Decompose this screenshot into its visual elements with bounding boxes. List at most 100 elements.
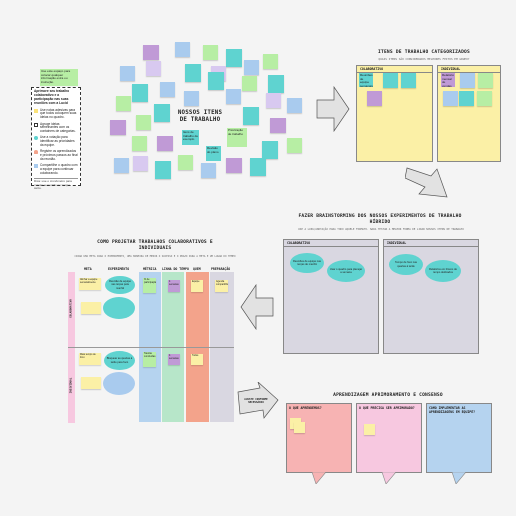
work-item-sticky[interactable] (242, 76, 257, 91)
learned-box[interactable]: O QUE APRENDEMOS? (286, 403, 352, 473)
work-items-title: NOSSOS ITENS DE TRABALHO (177, 110, 223, 123)
work-item-sticky[interactable] (287, 98, 302, 113)
work-item-sticky[interactable] (243, 107, 259, 125)
work-item-sticky[interactable] (175, 42, 190, 57)
work-item-sticky[interactable] (270, 118, 286, 133)
work-item-sticky[interactable] (226, 158, 242, 173)
categorized-note[interactable] (460, 73, 475, 88)
box-label: COMO IMPLEMENTAR AS APRENDIZAGENS EM EQU… (429, 406, 476, 414)
work-item-sticky[interactable] (185, 64, 201, 82)
timeline-note[interactable]: 4 semanas (168, 280, 180, 292)
implement-box[interactable]: COMO IMPLEMENTAR AS APRENDIZAGENS EM EQU… (426, 403, 492, 473)
work-item-sticky[interactable] (120, 66, 135, 81)
work-item-sticky[interactable] (268, 75, 284, 93)
work-item-sticky[interactable] (201, 163, 216, 178)
categorized-note[interactable] (459, 91, 474, 106)
row-label: INDIVIDUAL (69, 377, 73, 394)
categorized-note[interactable] (443, 91, 458, 106)
work-item-sticky[interactable] (154, 104, 170, 122)
work-item-sticky[interactable] (208, 72, 224, 90)
box-label: O QUE APRENDEMOS? (289, 406, 322, 410)
work-item-sticky[interactable] (146, 61, 161, 76)
flow-arrow-right (316, 85, 350, 133)
goal-note[interactable]: Alinhar a equipe semanalmente (79, 278, 101, 290)
row-band-collaborative (68, 272, 75, 347)
work-item-sticky[interactable] (132, 84, 148, 102)
learning-note[interactable] (294, 422, 305, 433)
idea-cloud[interactable]: Reuniões de equipe nas terças de manhã (290, 253, 324, 273)
prep-note[interactable]: Agenda compartilhada (215, 280, 228, 292)
categorized-subtitle: QUAIS ITENS SÃO CONSIDERADOS MELHORES FE… (378, 57, 470, 61)
column-header: META (84, 267, 92, 271)
categorized-note[interactable] (401, 73, 416, 88)
work-item-sticky[interactable] (184, 91, 199, 106)
categorized-title: ITENS DE TRABALHO CATEGORIZADOS (378, 50, 470, 55)
work-item-note[interactable]: Itens de trabalho de exemplo (182, 130, 199, 145)
idea-cloud[interactable]: Relatórios em blocos de tempo dedicados (425, 260, 461, 282)
brainstorm-subtitle: USE A LUPA/ANOTAÇÃO PARA TODO AQUELE FOR… (298, 228, 464, 231)
legend-item: Use notas adesivas para que todos coloqu… (34, 108, 78, 120)
work-item-sticky[interactable] (114, 158, 129, 173)
goal-note[interactable] (81, 377, 101, 389)
categorized-note[interactable] (478, 73, 493, 88)
experiment-cloud[interactable]: Reunião de equipe nas terças pela manhã (105, 276, 135, 294)
categorized-note[interactable] (477, 91, 492, 106)
work-item-sticky[interactable] (178, 155, 193, 170)
column-header: MÉTRICA (143, 267, 157, 271)
legend-header-note[interactable]: Use este espaço para colocar qualquer in… (40, 69, 78, 86)
work-item-sticky[interactable] (136, 115, 151, 130)
work-item-sticky[interactable] (287, 138, 302, 153)
work-item-sticky[interactable] (157, 136, 173, 151)
work-item-sticky[interactable] (244, 60, 259, 75)
share-icon (34, 164, 38, 169)
lightbulb-icon (34, 150, 38, 155)
categorized-note[interactable]: Reuniões de equipe semanais (359, 73, 373, 87)
work-item-note[interactable]: Revisão do plano (206, 146, 221, 161)
work-item-sticky[interactable] (116, 96, 131, 111)
work-item-sticky[interactable] (262, 141, 278, 159)
work-item-sticky[interactable] (263, 54, 278, 69)
column-header: EXPERIMENTO (108, 267, 130, 271)
work-item-sticky[interactable] (132, 136, 147, 151)
legend-item: Registre os aprendizados e próximos pass… (34, 149, 78, 161)
work-item-sticky[interactable] (133, 156, 148, 171)
metric-note[interactable]: Tarefas concluídas (143, 352, 156, 367)
work-item-sticky[interactable] (226, 89, 241, 104)
work-item-sticky[interactable] (203, 45, 218, 60)
metric-note[interactable]: % de participação (143, 278, 156, 293)
learning-note[interactable] (364, 424, 375, 435)
work-item-sticky[interactable] (143, 45, 159, 60)
experiment-cloud[interactable]: Bloquear as quartas à tarde para foco (104, 351, 135, 370)
speech-tail (382, 472, 396, 484)
row-label: COLABORATIVO (69, 299, 73, 318)
speech-tail (452, 472, 466, 484)
arrow-label: AJUSTE CONFORME NECESSÁRIO (244, 398, 268, 405)
work-item-sticky[interactable] (250, 158, 266, 176)
who-note[interactable]: Equipe (191, 280, 203, 292)
row-divider (68, 347, 234, 348)
work-item-sticky[interactable] (155, 161, 171, 179)
work-item-note[interactable]: Priorização de trabalho (227, 128, 247, 147)
legend-footer: Dica: use o cronômetro para manter a reu… (34, 178, 78, 191)
idea-cloud[interactable]: Usar o quadro para planejar a semana (327, 260, 365, 282)
timeline-note[interactable]: 4 semanas (168, 354, 180, 365)
categorized-note[interactable]: Relatório mensal de vendas (441, 73, 455, 87)
categorized-note[interactable] (383, 73, 398, 88)
learning-title: APRENDIZAGEM APRIMORAMENTO E CONSENSO (333, 393, 443, 398)
experiment-cloud[interactable] (103, 372, 135, 395)
improve-box[interactable]: O QUE PRECISA SER APRIMORADO? (356, 403, 422, 473)
idea-cloud[interactable]: Tempo de foco nas quartas à tarde (389, 254, 423, 275)
categorized-note[interactable] (367, 91, 382, 106)
goal-note[interactable] (81, 302, 101, 314)
panel-label: INDIVIDUAL (387, 241, 407, 245)
experiment-cloud[interactable] (103, 297, 135, 319)
work-item-sticky[interactable] (160, 82, 175, 97)
goal-note[interactable]: Mais tempo de foco (79, 353, 101, 365)
who-note[interactable]: Todos (191, 354, 203, 365)
project-title: COMO PROJETAR TRABALHOS COLABORATIVOS E … (97, 240, 213, 251)
work-item-sticky[interactable] (266, 93, 281, 108)
flow-arrow-down (405, 167, 448, 198)
work-item-sticky[interactable] (226, 49, 242, 67)
work-item-sticky[interactable] (110, 120, 126, 135)
